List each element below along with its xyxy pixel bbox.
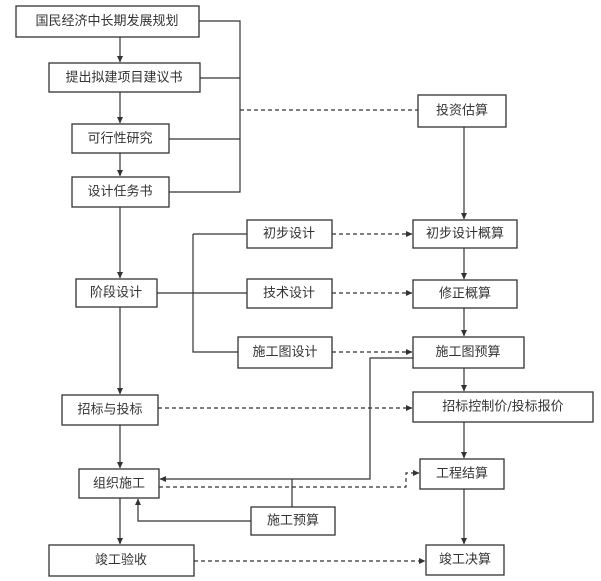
node-label: 设计任务书	[87, 184, 152, 200]
node-label: 阶段设计	[90, 286, 142, 301]
node-label: 可行性研究	[87, 132, 152, 147]
node-label: 竣工决算	[439, 553, 491, 568]
node-feasibility-study: 可行性研究	[71, 123, 170, 154]
edge-early-stage-bracket	[169, 20, 241, 193]
node-label: 组织施工	[93, 477, 145, 492]
node-construction-budget: 施工预算	[250, 506, 336, 536]
node-technical-design: 技术设计	[246, 278, 333, 309]
node-label: 工程结算	[436, 467, 488, 482]
node-bidding: 招标与投标	[61, 394, 159, 426]
node-final-accounts: 竣工决算	[425, 544, 505, 576]
node-label: 投资估算	[436, 103, 488, 119]
node-phase-design: 阶段设计	[75, 278, 158, 308]
node-design-brief: 设计任务书	[71, 176, 170, 208]
node-label: 施工图预算	[435, 345, 500, 360]
node-preliminary-design-estimate: 初步设计概算	[412, 219, 518, 249]
node-label: 国民经济中长期发展规划	[35, 13, 178, 29]
node-completion-acceptance: 竣工验收	[48, 544, 195, 577]
node-label: 施工图设计	[252, 345, 317, 360]
node-label: 初步设计	[263, 227, 315, 242]
node-label: 提出拟建项目建议书	[65, 70, 182, 86]
node-bid-control-price: 招标控制价/投标报价	[412, 391, 594, 423]
edge-phase-design-branches	[157, 233, 247, 353]
node-investment-estimate: 投资估算	[417, 94, 507, 128]
edge-drawing-budget-to-organize	[159, 357, 413, 482]
node-label: 招标与投标	[77, 402, 142, 418]
node-label: 施工预算	[267, 514, 319, 529]
edge-organize-to-settlement	[159, 470, 420, 488]
node-preliminary-design: 初步设计	[246, 219, 333, 249]
node-label: 技术设计	[263, 286, 315, 301]
node-label: 修正概算	[439, 287, 491, 302]
node-revised-estimate: 修正概算	[412, 279, 518, 309]
node-label: 竣工验收	[95, 552, 147, 568]
node-label: 招标控制价/投标报价	[442, 399, 563, 415]
node-label: 初步设计概算	[426, 227, 504, 242]
edges	[117, 20, 467, 564]
node-construction-drawing-design: 施工图设计	[237, 336, 333, 369]
node-construction-drawing-budget: 施工图预算	[412, 336, 525, 369]
node-project-proposal: 提出拟建项目建议书	[48, 62, 201, 93]
node-organize-construction: 组织施工	[78, 468, 160, 499]
edge-construction-budget-to-organize	[135, 498, 251, 522]
node-national-plan: 国民经济中长期发展规划	[15, 5, 200, 38]
node-project-settlement: 工程结算	[419, 458, 505, 490]
